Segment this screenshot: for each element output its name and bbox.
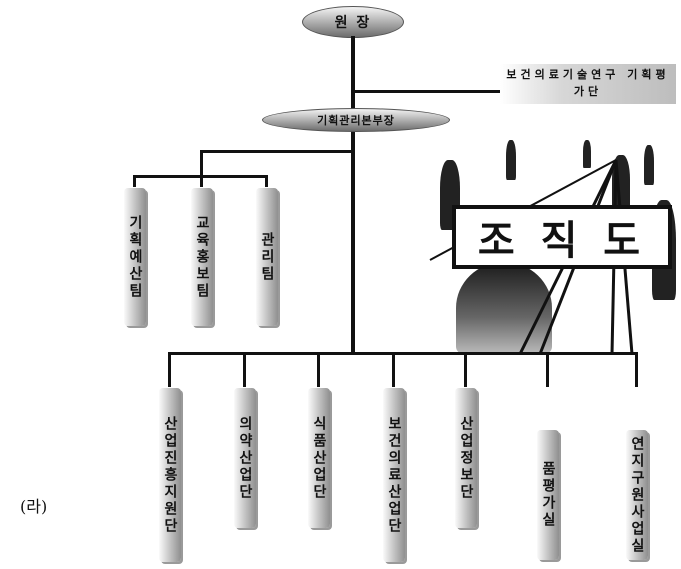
figure-caption: (라): [20, 497, 48, 516]
org-chart-banner: 조 직 도: [452, 205, 672, 269]
director-label: 원 장: [334, 15, 372, 31]
org-chart-banner-text: 조 직 도: [477, 218, 647, 264]
unit-drop-6: [546, 352, 549, 387]
figure-person-foreground: [456, 262, 552, 354]
unit-box-6: 품평가실: [537, 430, 559, 560]
unit-drop-2: [243, 352, 246, 387]
unit-label-1: 산업진흥지원단: [162, 415, 178, 535]
unit-box-1: 산업진흥지원단: [159, 388, 181, 562]
unit-drop-1: [168, 352, 171, 387]
unit-label-2: 의약산업단: [237, 415, 253, 501]
unit-drop-3: [317, 352, 320, 387]
figure-silhouette-5: [644, 145, 654, 185]
advisory-banner: 보건의료기술연구 기획평가단: [500, 64, 676, 104]
unit-box-5: 산업정보단: [455, 388, 477, 528]
team-label-2: 교육홍보팀: [194, 214, 210, 300]
figure-silhouette-2: [506, 140, 516, 180]
team-box-1: 기획예산팀: [124, 188, 146, 326]
planning-label: 기획관리본부장: [317, 114, 395, 127]
advisory-label: 보건의료기술연구 기획평가단: [506, 68, 670, 98]
unit-drop-4: [392, 352, 395, 387]
unit-box-4: 보건의료산업단: [383, 388, 405, 562]
team-drop-1: [133, 175, 136, 187]
unit-box-7: 연지구원사업실: [626, 430, 648, 560]
unit-label-7: 연지구원사업실: [629, 435, 645, 555]
unit-box-2: 의약산업단: [234, 388, 256, 528]
bottom-hbar: [168, 352, 638, 355]
unit-label-3: 식품산업단: [311, 415, 327, 501]
team-box-2: 교육홍보팀: [191, 188, 213, 326]
planning-node: 기획관리본부장: [262, 108, 450, 132]
director-node: 원 장: [302, 6, 404, 38]
trunk-line: [351, 36, 355, 354]
unit-drop-7: [635, 352, 638, 387]
left-team-connector: [200, 150, 352, 153]
left-team-drop: [200, 150, 203, 177]
team-box-3: 관리팀: [256, 188, 278, 326]
team-label-3: 관리팀: [259, 231, 275, 283]
team-drop-3: [265, 175, 268, 187]
unit-label-4: 보건의료산업단: [386, 415, 402, 535]
figure-silhouette-3: [583, 140, 591, 168]
team-label-1: 기획예산팀: [127, 214, 143, 300]
unit-label-6: 품평가실: [540, 461, 556, 529]
unit-box-3: 식품산업단: [308, 388, 330, 528]
unit-drop-5: [464, 352, 467, 387]
team-drop-2: [200, 175, 203, 187]
advisory-connector: [351, 90, 505, 93]
unit-label-5: 산업정보단: [458, 415, 474, 501]
